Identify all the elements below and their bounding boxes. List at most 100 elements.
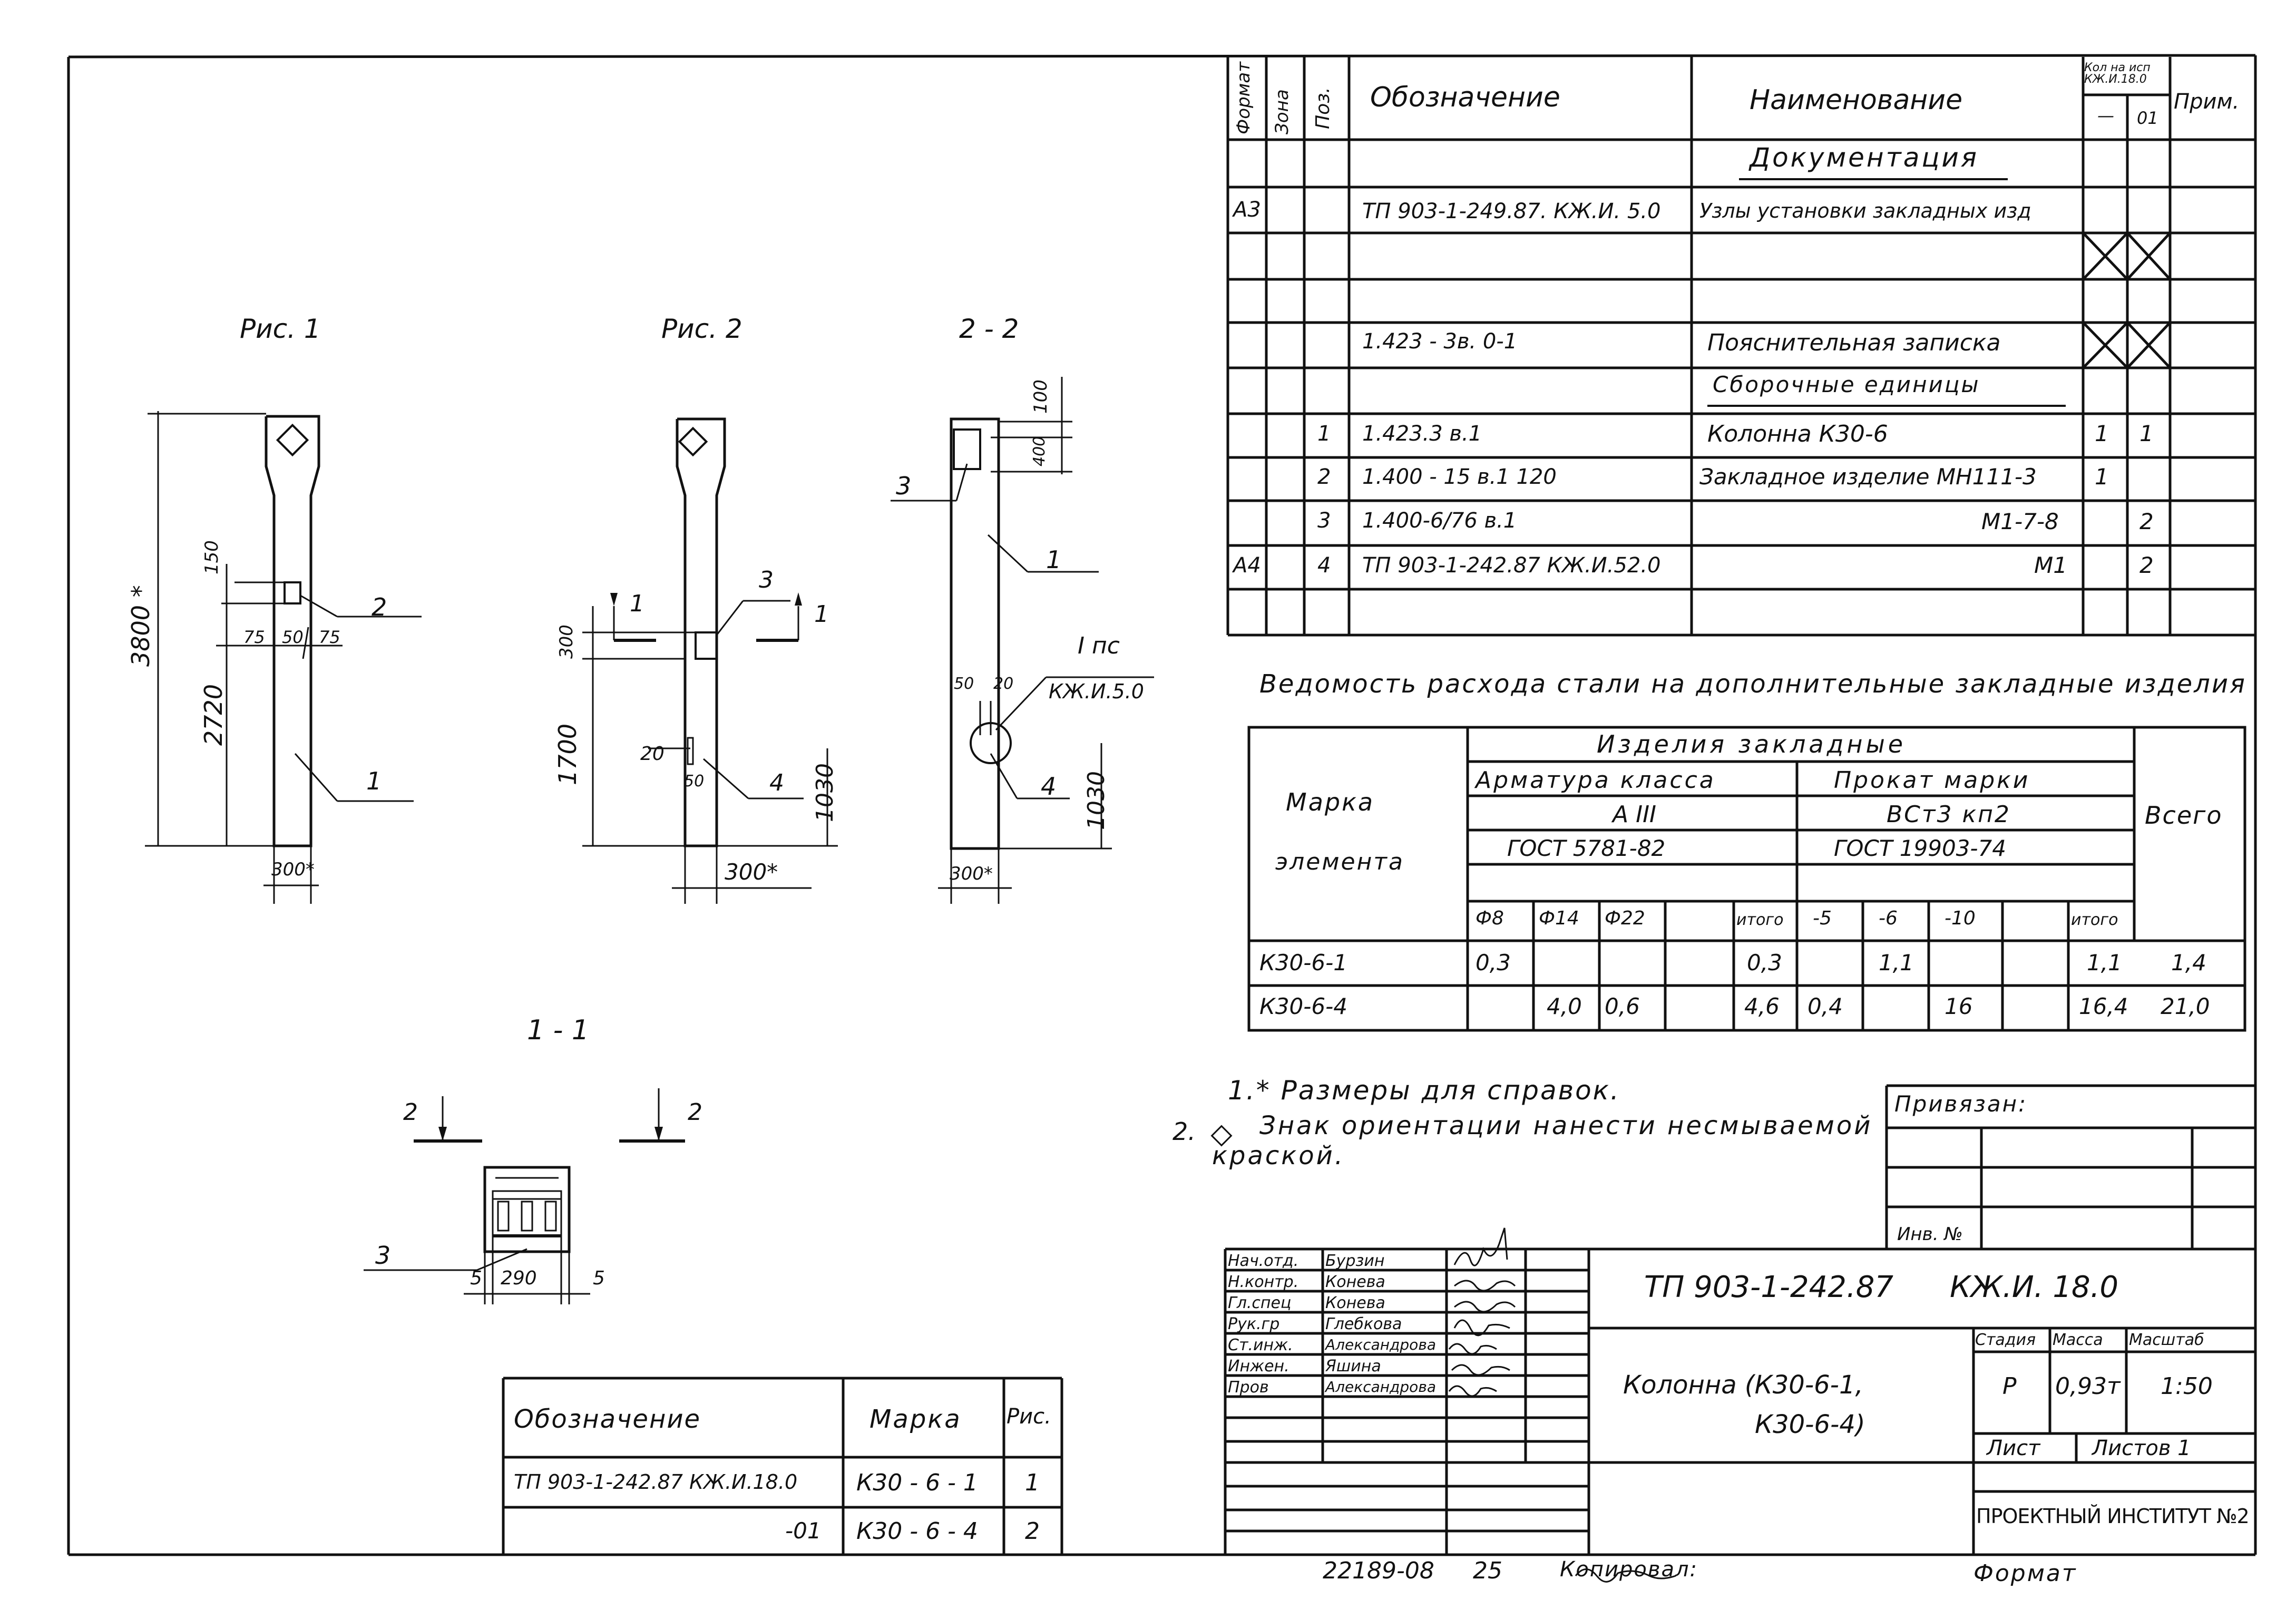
steel-arm-header: Арматура класса: [1476, 767, 1716, 794]
spec-row-pos: 1: [1317, 422, 1331, 446]
spec-row-name: М1-7-8: [1981, 509, 2059, 534]
scale-value: 1:50: [2161, 1373, 2213, 1400]
stage-header: Стадия: [1975, 1331, 2036, 1349]
steel-prokat-grade: ВСт3 кп2: [1887, 801, 2011, 828]
node-reference: I пс: [1078, 632, 1120, 659]
steel-total-header: Всего: [2145, 801, 2223, 830]
marks-table-figure: 2: [1025, 1518, 1040, 1545]
object-title: К30-6-4): [1755, 1410, 1865, 1439]
spec-row-format: А4: [1233, 553, 1261, 578]
steel-row-mark: К30-6-1: [1259, 950, 1348, 976]
mass-value: 0,93т: [2055, 1373, 2121, 1400]
dimension-label: 75: [243, 627, 265, 647]
node-reference-sheet: КЖ.И.5.0: [1049, 680, 1144, 703]
marks-table-header-mark: Марка: [869, 1405, 962, 1434]
sheets-count: Листов 1: [2092, 1436, 2191, 1460]
steel-cell: 0,4: [1808, 993, 1843, 1019]
spec-row-pos: 2: [1317, 465, 1331, 489]
dimension-label: 20: [993, 675, 1014, 693]
inventory-number-label: Инв. №: [1897, 1224, 1963, 1245]
spec-row-pos: 3: [1317, 509, 1331, 533]
figure-2-title: Рис. 2: [661, 314, 742, 344]
dimension-label: 5: [593, 1267, 605, 1289]
marks-table-designation: -01: [785, 1518, 822, 1544]
dimension-label: 50: [282, 627, 304, 647]
title-block-role: Гл.спец: [1228, 1294, 1292, 1312]
mass-header: Масса: [2053, 1331, 2103, 1349]
position-label: 3: [759, 567, 774, 593]
spec-row-name: Закладное изделие МН111-3: [1699, 464, 2037, 490]
note-1: 1.* Размеры для справок.: [1228, 1075, 1620, 1106]
document-code-sheet: КЖ.И. 18.0: [1950, 1270, 2119, 1304]
steel-row-total: 1,4: [2171, 950, 2206, 976]
marks-table-header-designation: Обозначение: [514, 1405, 701, 1434]
spec-section-assemblies: Сборочные единицы: [1713, 372, 1980, 397]
steel-prokat-header: Прокат марки: [1834, 767, 2030, 794]
dimension-label: 300*: [271, 859, 315, 880]
spec-row-designation: 1.423.3 в.1: [1362, 422, 1482, 446]
dimension-label: 50: [684, 772, 705, 791]
steel-mark-header: элемента: [1275, 848, 1404, 875]
steel-cell: 0,3: [1476, 950, 1511, 976]
spec-row-qty1: 1: [2095, 421, 2109, 446]
steel-cell: 1,1: [2087, 950, 2122, 976]
spec-row-format: А3: [1233, 198, 1261, 222]
spec-header-qty: Кол на исп КЖ.И.18.0: [2084, 61, 2151, 86]
section-cut-label: 2: [688, 1099, 702, 1126]
position-label: 4: [769, 769, 784, 796]
position-label: 4: [1041, 772, 1057, 801]
dimension-label: 50: [954, 675, 974, 693]
steel-cell: 16,4: [2079, 993, 2128, 1019]
spec-row-qty2: 2: [2139, 509, 2154, 534]
document-code: ТП 903-1-242.87: [1644, 1270, 1893, 1304]
dimension-label: 75: [319, 627, 340, 647]
marks-table-designation: ТП 903-1-242.87 КЖ.И.18.0: [514, 1470, 798, 1494]
position-label: 1: [366, 767, 382, 795]
marks-table-figure: 1: [1025, 1469, 1040, 1496]
note-2: Знак ориентации нанести несмываемой: [1259, 1111, 1873, 1140]
title-block-role: Пров: [1228, 1378, 1269, 1397]
figure-1-title: Рис. 1: [240, 314, 321, 344]
note-2-continued: краской.: [1212, 1141, 1345, 1171]
spec-section-documentation: Документация: [1750, 142, 1979, 173]
steel-cell: 1,1: [1879, 950, 1914, 976]
section-cut-label: 2: [403, 1099, 418, 1126]
spec-row-designation: 1.400-6/76 в.1: [1362, 509, 1517, 533]
dimension-label: 5: [470, 1267, 482, 1289]
steel-cell: 0,6: [1605, 993, 1640, 1019]
steel-title: Ведомость расхода стали на дополнительны…: [1259, 669, 2246, 699]
steel-col-header: итого: [1736, 911, 1784, 929]
spec-row-qty2: 2: [2139, 552, 2154, 578]
steel-cell: 16: [1945, 993, 1973, 1019]
marks-table-mark: К30 - 6 - 1: [856, 1469, 978, 1496]
organization-name: ПРОЕКТНЫЙ ИНСТИТУТ №2: [1976, 1505, 2250, 1528]
spec-row-designation: 1.423 - 3в. 0-1: [1362, 329, 1518, 354]
position-label: 2: [372, 593, 387, 621]
steel-cell: 4,6: [1744, 993, 1780, 1019]
steel-col-header: Ф22: [1605, 908, 1645, 929]
steel-col-header: Ф14: [1539, 908, 1579, 929]
spec-header-name: Наименование: [1750, 84, 1963, 116]
position-label: 1: [1046, 545, 1062, 574]
spec-row-pos: 4: [1317, 553, 1331, 578]
position-label: 3: [375, 1241, 391, 1270]
object-title: Колонна (К30-6-1,: [1623, 1370, 1863, 1400]
spec-header-designation: Обозначение: [1370, 82, 1560, 113]
title-block-role: Н.контр.: [1228, 1273, 1299, 1291]
dimension-label: 20: [640, 743, 665, 765]
title-block-role: Нач.отд.: [1228, 1252, 1299, 1270]
spec-row-name: М1: [2034, 552, 2067, 578]
marks-table-header-figure: Рис.: [1007, 1405, 1051, 1429]
steel-cell: 4,0: [1547, 993, 1582, 1019]
footer-copied-by: Копировал:: [1560, 1557, 1698, 1582]
steel-col-header: -10: [1945, 908, 1976, 929]
scale-header: Масштаб: [2129, 1331, 2204, 1349]
steel-col-header: -6: [1879, 908, 1898, 929]
title-block-role: Инжен.: [1228, 1357, 1289, 1376]
title-block-name: Александрова: [1325, 1336, 1436, 1353]
steel-prokat-gost: ГОСТ 19903-74: [1834, 835, 2006, 861]
steel-col-header: Ф8: [1476, 908, 1504, 929]
